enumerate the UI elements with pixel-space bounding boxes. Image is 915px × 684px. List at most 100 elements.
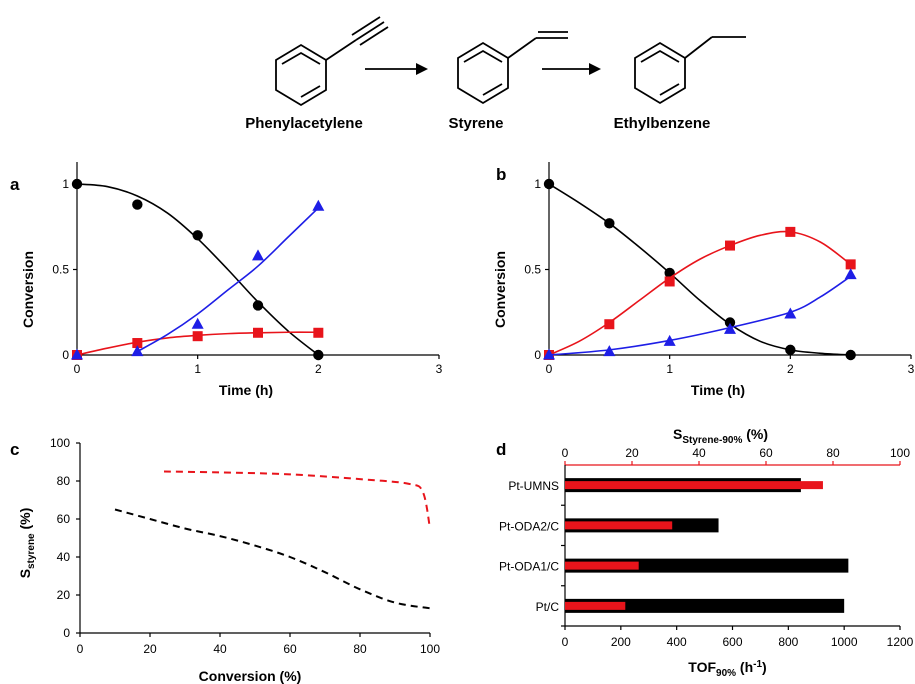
compound-label-1: Phenylacetylene <box>245 115 363 132</box>
category-label: Pt-ODA1/C <box>499 560 559 574</box>
top-tick-label: 60 <box>759 446 773 460</box>
y-tick-label: 80 <box>57 474 71 488</box>
dashed-series-0 <box>163 470 431 529</box>
x-tick-label: 40 <box>213 642 227 656</box>
bottom-axis-title-end: ) <box>762 659 767 675</box>
data-point-triangle <box>191 317 204 329</box>
series-0 <box>543 178 856 361</box>
x-tick-label: 2 <box>315 362 322 376</box>
data-point-circle <box>543 178 555 190</box>
series-2 <box>543 268 857 360</box>
y-tick-label: 1 <box>62 177 69 191</box>
reaction-scheme: Phenylacetylene Styrene Ethylbenzene <box>245 16 746 132</box>
data-point-circle <box>132 199 143 210</box>
x-tick-label: 80 <box>353 642 367 656</box>
data-point-triangle <box>663 334 676 346</box>
bottom-tick-label: 1200 <box>887 635 914 649</box>
data-point-circle <box>604 218 615 229</box>
x-axis-title: Time (h) <box>691 382 745 398</box>
x-tick-label: 0 <box>546 362 553 376</box>
bottom-axis-title-unit: (h <box>736 659 753 675</box>
data-point-triangle <box>543 348 555 360</box>
y-tick-label: 0 <box>63 626 70 640</box>
top-tick-label: 40 <box>692 446 706 460</box>
bottom-axis-title-sub: 90% <box>716 668 736 679</box>
top-axis-title-unit: (%) <box>742 426 768 442</box>
top-tick-label: 0 <box>562 446 569 460</box>
x-tick-label: 3 <box>436 362 443 376</box>
y-tick-label: 0 <box>534 348 541 362</box>
panel-label-a: a <box>10 175 20 194</box>
x-axis-title: Time (h) <box>219 382 273 398</box>
top-tick-label: 80 <box>826 446 840 460</box>
bottom-tick-label: 400 <box>667 635 687 649</box>
phenylacetylene-structure <box>275 43 327 107</box>
panel-label-b: b <box>496 165 506 184</box>
data-point-square <box>253 327 263 338</box>
bottom-axis-title-main: TOF <box>688 659 716 675</box>
top-axis-title-main: S <box>673 426 682 442</box>
data-point-triangle <box>131 345 144 357</box>
x-tick-label: 60 <box>283 642 297 656</box>
data-point-square <box>192 331 203 342</box>
data-point-square <box>845 259 856 270</box>
x-tick-label: 0 <box>77 642 84 656</box>
series-0 <box>71 178 324 361</box>
data-point-square <box>604 319 615 330</box>
y-tick-label: 0.5 <box>524 263 541 277</box>
x-tick-label: 20 <box>143 642 157 656</box>
dashed-series-1 <box>114 508 431 610</box>
data-point-square <box>132 338 143 349</box>
y-axis-title: Sstyrene (%) <box>17 508 37 579</box>
top-axis-title: SStyrene-90% (%) <box>673 426 768 446</box>
bottom-tick-label: 600 <box>722 635 742 649</box>
y-axis-title-unit: (%) <box>17 508 33 534</box>
category-label: Pt-ODA2/C <box>499 519 559 533</box>
data-point-circle <box>724 317 736 328</box>
x-tick-label: 2 <box>787 362 794 376</box>
x-axis-title: Conversion (%) <box>199 668 302 684</box>
compound-label-3: Ethylbenzene <box>614 115 711 132</box>
y-tick-label: 1 <box>534 177 541 191</box>
x-tick-label: 100 <box>420 642 440 656</box>
ethylbenzene-structure <box>634 41 686 105</box>
data-point-triangle <box>312 199 325 211</box>
top-tick-label: 100 <box>890 446 910 460</box>
fit-line <box>548 275 852 356</box>
data-point-triangle <box>844 268 857 280</box>
category-label: Pt/C <box>536 600 560 614</box>
bottom-axis-title-sup: -1 <box>753 659 762 670</box>
bottom-tick-label: 200 <box>611 635 631 649</box>
y-tick-label: 60 <box>57 512 71 526</box>
fit-line <box>548 230 852 356</box>
data-point-square <box>664 276 675 287</box>
y-tick-label: 0.5 <box>52 263 69 277</box>
panel-label-d: d <box>496 440 506 459</box>
top-tick-label: 20 <box>625 446 639 460</box>
data-point-circle <box>71 178 83 190</box>
x-tick-label: 1 <box>194 362 201 376</box>
y-tick-label: 20 <box>57 588 71 602</box>
bottom-tick-label: 800 <box>778 635 798 649</box>
panel-d-tof-bar-chart: 0 20 40 60 80 100 SStyrene-90% (%) 0 200 400 600 80… <box>499 426 914 679</box>
data-point-triangle <box>71 348 83 360</box>
data-point-square <box>313 327 324 338</box>
fit-line <box>136 207 319 353</box>
bar-selectivity <box>565 561 639 570</box>
category-label: Pt-UMNS <box>508 479 559 493</box>
data-point-circle <box>845 349 856 361</box>
data-point-triangle <box>603 345 616 357</box>
bottom-axis-title: TOF90% (h-1) <box>688 659 766 679</box>
bottom-tick-label: 0 <box>562 635 569 649</box>
y-axis-title: Conversion <box>492 251 508 328</box>
data-point-circle <box>785 344 796 356</box>
y-tick-label: 0 <box>62 348 69 362</box>
data-point-circle <box>252 300 264 311</box>
panel-label-c: c <box>10 440 19 459</box>
bar-selectivity <box>565 521 673 530</box>
series-2 <box>71 199 325 360</box>
